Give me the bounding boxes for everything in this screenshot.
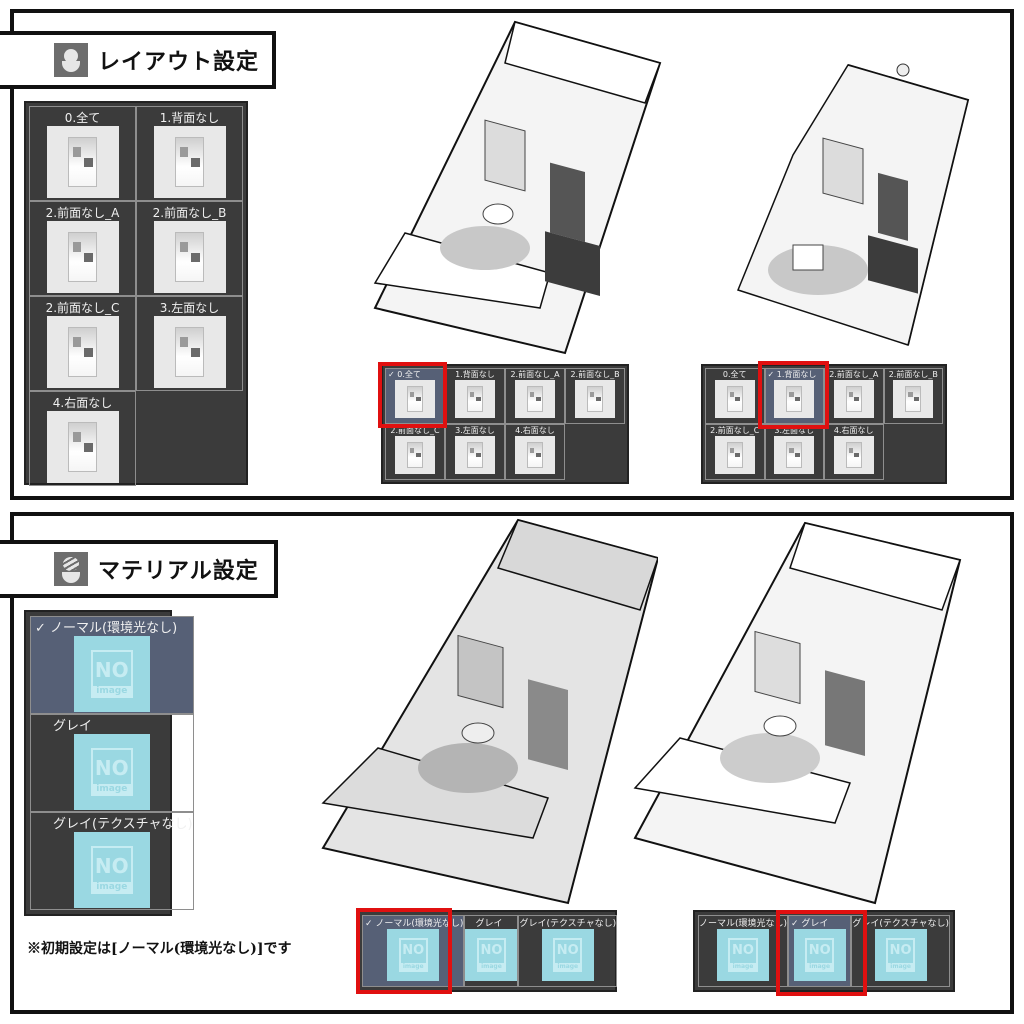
room-render-all-walls	[365, 18, 665, 358]
layout-option-no-right[interactable]: 4.右面なし	[505, 424, 565, 480]
layout-option-no-front-c[interactable]: 2.前面なし_C	[29, 296, 136, 391]
layout-option-all[interactable]: 0.全て	[29, 106, 136, 201]
layout-option-no-back[interactable]: 1.背面なし	[136, 106, 243, 201]
layout-option-no-front-b[interactable]: 2.前面なし_B	[883, 368, 943, 424]
room-render-no-back	[718, 60, 978, 350]
layout-option-no-left[interactable]: 3.左面なし	[764, 424, 824, 480]
layout-thumbnail	[774, 436, 815, 474]
layout-thumbnail	[893, 380, 934, 418]
layout-thumbnail	[455, 436, 495, 474]
layout-thumbnail	[395, 436, 435, 474]
layout-option-all[interactable]: 0.全て	[705, 368, 765, 424]
layout-options-panel-example-no-back: 0.全て ✓ 1.背面なし 2.前面なし_A 2.前面なし_B 2.前面なし_C…	[701, 364, 947, 484]
layout-option-no-front-a[interactable]: 2.前面なし_A	[505, 368, 565, 424]
layout-option-all[interactable]: ✓ 0.全て	[385, 368, 445, 424]
layout-option-no-front-b[interactable]: 2.前面なし_B	[565, 368, 625, 424]
layout-thumbnail	[153, 316, 226, 388]
selection-highlight	[356, 908, 452, 994]
layout-option-no-back[interactable]: 1.背面なし	[445, 368, 505, 424]
selection-highlight	[378, 362, 447, 428]
empty-cell	[565, 424, 625, 480]
layout-thumbnail	[515, 436, 555, 474]
layout-thumbnail	[455, 380, 495, 418]
selection-highlight	[758, 361, 829, 429]
layout-thumbnail	[153, 221, 226, 293]
material-sphere-hand-icon	[54, 552, 88, 586]
person-silhouette-icon	[54, 43, 88, 77]
layout-thumbnail	[46, 126, 119, 198]
layout-option-no-front-c[interactable]: 2.前面なし_C	[385, 424, 445, 480]
layout-thumbnail	[714, 436, 755, 474]
layout-thumbnail	[833, 380, 874, 418]
layout-option-no-front-a[interactable]: 2.前面なし_A	[824, 368, 884, 424]
layout-thumbnail	[153, 126, 226, 198]
layout-thumbnail	[714, 380, 755, 418]
default-setting-note: ※初期設定は[ノーマル(環境光なし)]です	[27, 941, 292, 957]
room-render-material-normal	[318, 518, 660, 908]
material-section-title: マテリアル設定	[98, 558, 259, 584]
layout-thumbnail	[46, 221, 119, 293]
layout-option-no-front-a[interactable]: 2.前面なし_A	[29, 201, 136, 296]
layout-thumbnail	[46, 316, 119, 388]
layout-option-no-left[interactable]: 3.左面なし	[136, 296, 243, 391]
layout-option-no-left[interactable]: 3.左面なし	[445, 424, 505, 480]
layout-section-header: レイアウト設定	[0, 31, 276, 89]
layout-thumbnail	[515, 380, 555, 418]
layout-thumbnail	[774, 380, 815, 418]
layout-thumbnail	[833, 436, 874, 474]
layout-thumbnail	[575, 380, 615, 418]
layout-option-no-front-b[interactable]: 2.前面なし_B	[136, 201, 243, 296]
room-render-material-gray	[630, 518, 970, 908]
layout-section-title: レイアウト設定	[98, 49, 260, 75]
empty-cell	[136, 391, 243, 486]
empty-cell	[884, 424, 944, 480]
layout-option-no-back[interactable]: ✓ 1.背面なし	[764, 368, 824, 424]
selection-highlight	[776, 910, 867, 996]
layout-option-no-right[interactable]: 4.右面なし	[824, 424, 884, 480]
layout-option-no-front-c[interactable]: 2.前面なし_C	[705, 424, 765, 480]
layout-thumbnail	[46, 411, 119, 483]
layout-options-panel: 0.全て 1.背面なし 2.前面なし_A 2.前面なし_B 2.前面なし_C 3…	[24, 101, 248, 486]
layout-thumbnail	[395, 380, 435, 418]
material-section-header: マテリアル設定	[0, 540, 278, 598]
layout-option-no-right[interactable]: 4.右面なし	[29, 391, 136, 486]
